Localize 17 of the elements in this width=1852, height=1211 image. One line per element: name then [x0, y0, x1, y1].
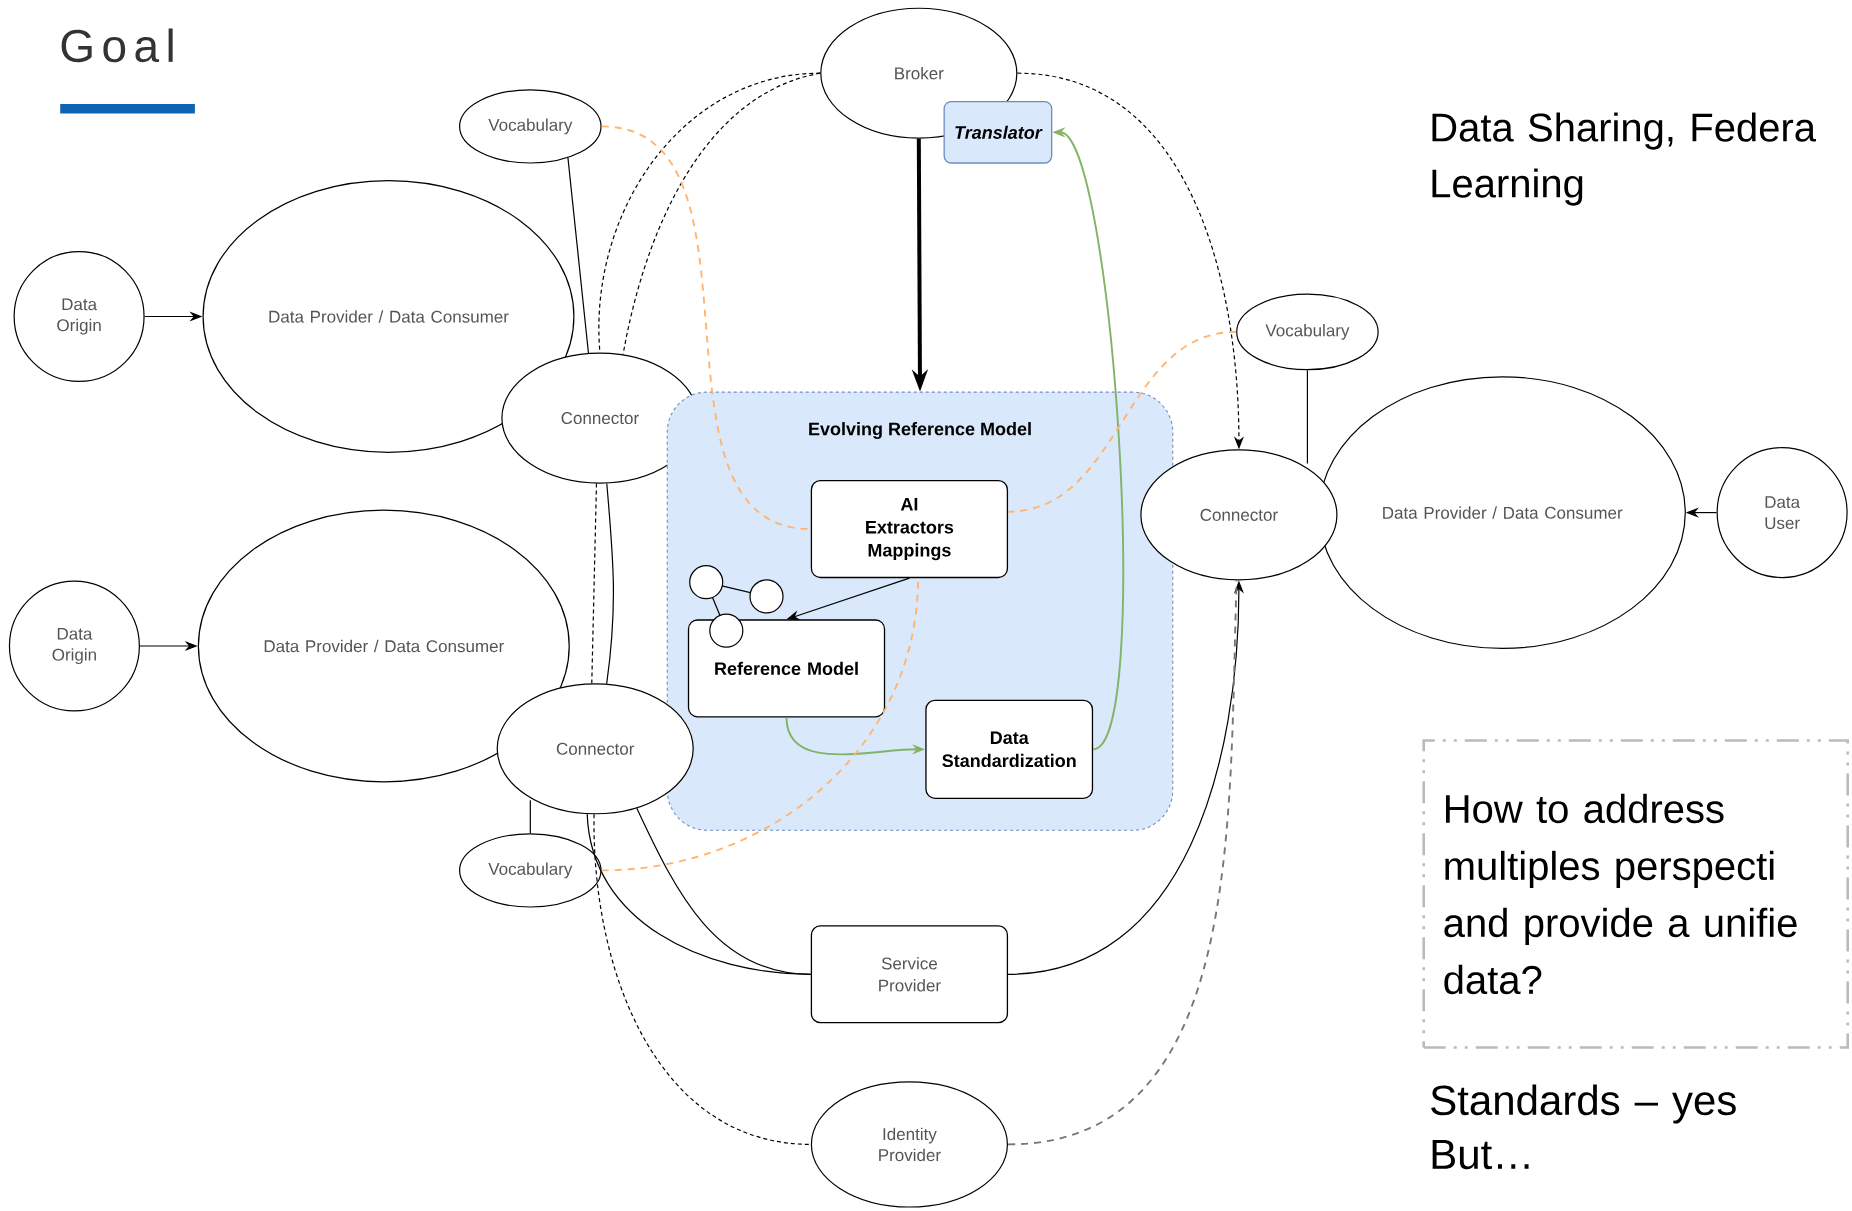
process-box: Reference Model — [687, 619, 886, 718]
service-box: Service Provider — [810, 925, 1009, 1024]
title: Goal — [61, 28, 173, 63]
translator-box: Translator — [943, 100, 1053, 164]
connector-line — [1007, 330, 1238, 513]
connector-line — [591, 483, 598, 684]
connector-line — [1007, 579, 1238, 1146]
connector-line — [636, 807, 812, 975]
note-text: Data Sharing, Federa Learning — [1432, 112, 1816, 206]
connector-line — [593, 813, 812, 1145]
connector-line — [529, 799, 531, 834]
connector-line — [567, 157, 590, 354]
connector-line — [1306, 369, 1308, 465]
connector-line — [606, 482, 614, 685]
process-box: Data Standardization — [925, 699, 1094, 799]
question-box: How to address multiples perspecti and provide a unifie data? — [1422, 739, 1849, 1049]
process-box: AI Extractors Mappings — [810, 480, 1009, 579]
